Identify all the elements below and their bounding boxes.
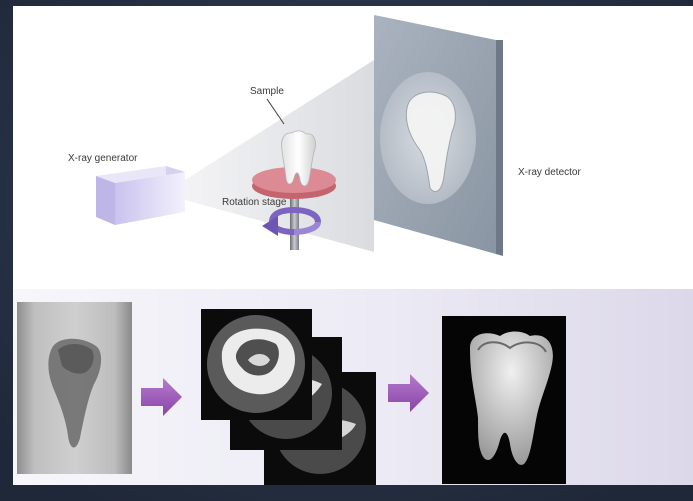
process-arrow-1	[141, 378, 182, 416]
radiograph-image	[17, 302, 132, 474]
ct-slices-stack	[201, 309, 376, 485]
tooth-3d-render	[442, 316, 566, 484]
process-arrow-2	[388, 374, 429, 412]
